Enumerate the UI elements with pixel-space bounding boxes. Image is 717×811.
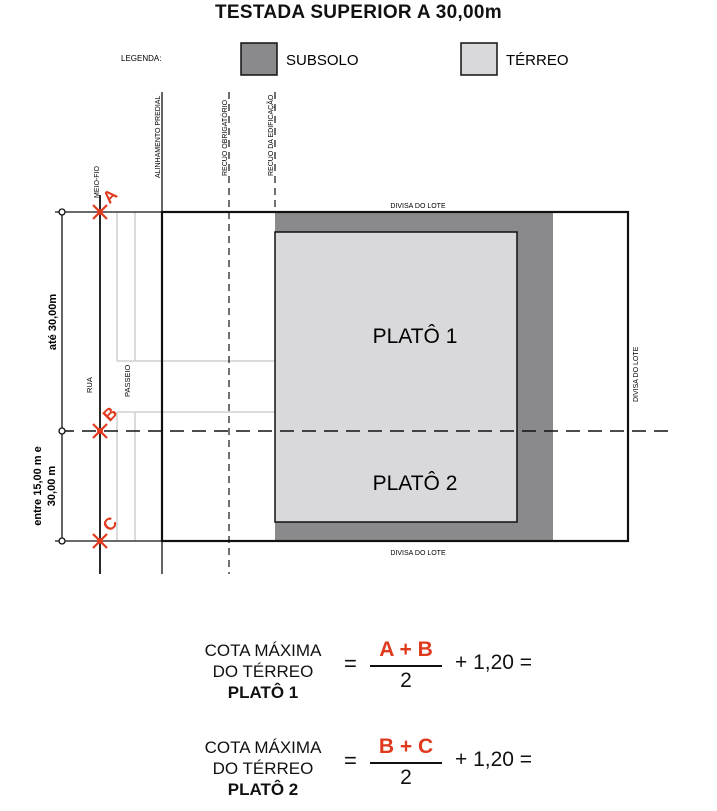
formula-2-label: COTA MÁXIMA DO TÉRREO PLATÔ 2 (188, 737, 338, 800)
formula-1-line3: PLATÔ 1 (227, 683, 299, 702)
formula-1-numerator: A + B (379, 638, 433, 661)
formula-2-line2: DO TÉRREO (212, 759, 314, 778)
formula-1-fraction-bar (370, 665, 442, 667)
formula-plato-1: COTA MÁXIMA DO TÉRREO PLATÔ 1 = A + B 2 … (0, 638, 717, 708)
formula-1-equals: = (344, 651, 357, 676)
point-c-marker (92, 533, 108, 549)
label-divisa-lateral: DIVISA DO LOTE (633, 346, 640, 402)
diagram-title: TESTADA SUPERIOR A 30,00m (215, 2, 502, 23)
formula-2-denominator: 2 (400, 766, 412, 789)
formula-1-line2: DO TÉRREO (212, 662, 314, 681)
dimension-lower-label-1: entre 15,00 m e (32, 446, 44, 526)
formula-2-line1: COTA MÁXIMA (204, 738, 322, 757)
legend-swatch-subsolo (240, 42, 278, 76)
dimension-upper-label: até 30,00m (47, 294, 59, 350)
formula-1-fraction: A + B 2 (366, 638, 446, 693)
plato-1-label: PLATÔ 1 (373, 325, 458, 348)
dimension-line (55, 208, 162, 545)
point-a-marker (92, 204, 108, 220)
legend-swatch-terreo (460, 42, 498, 76)
dimension-lower-label-2: 30,00 m (46, 466, 58, 507)
legend-terreo-label: TÉRREO (506, 52, 569, 69)
divisa-bottom-label: DIVISA DO LOTE (390, 550, 446, 557)
plato-2-label: PLATÔ 2 (373, 472, 458, 495)
point-a-label: A (99, 185, 121, 207)
formula-1-denominator: 2 (400, 669, 412, 692)
passeio-outline (116, 212, 275, 540)
point-b-marker (92, 423, 108, 439)
label-passeio: PASSEIO (123, 364, 132, 397)
site-diagram: LEGENDA: SUBSOLO TÉRREO até 30,00m entre… (32, 42, 668, 574)
label-recuo-obrigatorio: RECUO OBRIGATÓRIO (220, 99, 229, 176)
formula-2-fraction-bar (370, 762, 442, 764)
divisa-top-label: DIVISA DO LOTE (390, 203, 446, 210)
point-c-label: C (99, 513, 121, 535)
formula-2-fraction: B + C 2 (366, 735, 446, 790)
label-alinhamento-predial: ALINHAMENTO PREDIAL (155, 96, 162, 178)
formula-1-line1: COTA MÁXIMA (204, 641, 322, 660)
formula-2-equals: = (344, 748, 357, 773)
formula-1-label: COTA MÁXIMA DO TÉRREO PLATÔ 1 (188, 640, 338, 703)
label-meio-fio: MEIO-FIO (94, 166, 101, 198)
legend-label: LEGENDA: (121, 54, 161, 63)
label-rua: RUA (85, 377, 94, 393)
legend-subsolo-label: SUBSOLO (286, 52, 359, 69)
formula-1-tail: + 1,20 = (455, 651, 533, 674)
formula-2-tail: + 1,20 = (455, 748, 533, 771)
terreo-area (274, 231, 518, 523)
formula-2-numerator: B + C (378, 735, 434, 758)
formula-plato-2: COTA MÁXIMA DO TÉRREO PLATÔ 2 = B + C 2 … (0, 735, 717, 805)
label-recuo-edificacao: RECUO DA EDIFICAÇÃO (266, 94, 275, 176)
formula-2-line3: PLATÔ 2 (227, 780, 299, 799)
point-b-label: B (99, 403, 121, 425)
